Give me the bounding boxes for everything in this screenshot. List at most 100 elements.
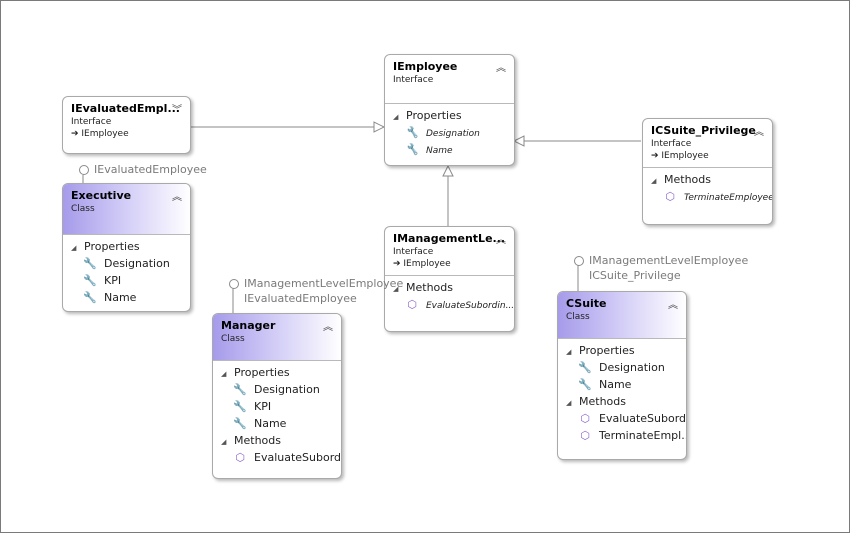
wrench-icon: 🔧 [405,143,419,156]
interface-box-iemployee[interactable]: IEmployee Interface ︽ ◢Properties 🔧 Desig… [384,54,515,166]
wrench-icon: 🔧 [405,126,419,139]
arrow-right-icon: ➔ [71,129,82,139]
section-label: Properties [579,344,635,357]
double-chevron-up-icon[interactable]: ︽ [496,235,506,246]
shape-title: ICSuite_Privilege [651,124,756,137]
class-box-manager[interactable]: Manager Class ︽ ◢Properties 🔧Designation… [212,313,342,479]
section-header-properties[interactable]: ◢ Properties [558,342,686,359]
collapse-triangle-icon: ◢ [566,399,572,407]
base-type: ➔ IEmployee [71,129,182,139]
member-property[interactable]: 🔧Name [213,415,341,432]
member-property[interactable]: 🔧Name [558,376,686,393]
section-header-methods[interactable]: ◢ Methods [213,432,341,449]
member-label: Designation [104,257,170,270]
base-type-label: IEmployee [661,151,709,161]
collapse-triangle-icon: ◢ [393,113,399,121]
shape-title: CSuite [566,297,607,310]
member-label: Designation [426,129,480,139]
shape-kind: Interface [393,75,434,85]
double-chevron-up-icon[interactable]: ︽ [496,63,506,74]
shape-header: IManagementLe... Interface ➔ IEmployee ︽ [385,227,514,275]
lollipop-label: IManagementLevelEmployee [589,254,749,267]
base-type-label: IEmployee [403,259,451,269]
collapse-triangle-icon: ◢ [566,348,572,356]
member-label: Name [254,417,287,430]
member-method[interactable]: ⬡EvaluateSubord... [558,410,686,427]
double-chevron-up-icon[interactable]: ︽ [323,322,333,333]
double-chevron-up-icon[interactable]: ︽ [668,300,678,311]
base-type: ➔ IEmployee [651,151,764,161]
shape-kind: Interface [71,117,112,127]
collapse-triangle-icon: ◢ [71,244,77,252]
interface-lollipop-icon [229,279,239,289]
lollipop-label: IEvaluatedEmployee [244,292,357,305]
member-property[interactable]: 🔧Name [385,141,514,158]
member-label: Designation [254,383,320,396]
member-label: EvaluateSubordin... [426,301,514,311]
interface-box-imanagementlevelemployee[interactable]: IManagementLe... Interface ➔ IEmployee ︽… [384,226,515,332]
double-chevron-up-icon[interactable]: ︽ [754,127,764,138]
section-header-properties[interactable]: ◢Properties [213,364,341,381]
lollipop-csuite: IManagementLevelEmployee ICSuite_Privile… [574,253,748,283]
member-label: Designation [599,361,665,374]
shape-header: Manager Class ︽ [213,314,341,360]
interface-lollipop-icon [79,165,89,175]
collapse-triangle-icon: ◢ [393,285,399,293]
arrow-right-icon: ➔ [393,259,404,269]
section-label: Methods [234,434,281,447]
shape-kind: Class [221,334,245,344]
shape-title: Manager [221,319,276,332]
lollipop-manager: IManagementLevelEmployee IEvaluatedEmplo… [229,276,403,306]
shape-body: ◢ Methods ⬡TerminateEmployee [643,167,772,209]
member-label: EvaluateSubord... [254,451,341,464]
shape-header: IEmployee Interface ︽ [385,55,514,91]
member-label: TerminateEmpl... [599,429,686,442]
section-header-properties[interactable]: ◢Properties [385,107,514,124]
shape-title: Executive [71,189,132,202]
member-method[interactable]: ⬡ TerminateEmpl... [558,427,686,444]
class-box-csuite[interactable]: CSuite Class ︽ ◢Properties 🔧Designation … [557,291,687,460]
inherit-arrowhead-icsuite [512,135,525,147]
member-method[interactable]: ⬡TerminateEmployee [643,188,772,205]
section-header-methods[interactable]: ◢Methods [558,393,686,410]
shape-body: ◢Properties 🔧 Designation 🔧Name [385,103,514,162]
cube-icon: ⬡ [580,429,590,442]
section-header-methods[interactable]: ◢ Methods [643,171,772,188]
interface-box-ievaluatedemployee[interactable]: IEvaluatedEmpl... Interface ➔ IEmployee … [62,96,191,154]
collapse-triangle-icon: ◢ [221,438,227,446]
member-label: Name [599,378,632,391]
wrench-icon: 🔧 [83,274,97,287]
section-label: Methods [664,173,711,186]
member-property[interactable]: 🔧 Name [63,289,190,306]
interface-box-icsuite-privilege[interactable]: ICSuite_Privilege Interface ➔ IEmployee … [642,118,773,225]
member-method[interactable]: ⬡EvaluateSubord... [213,449,341,466]
member-property[interactable]: 🔧Designation [213,381,341,398]
member-property[interactable]: 🔧Designation [63,255,190,272]
member-method[interactable]: ⬡EvaluateSubordin... [385,296,514,313]
shape-body: ◢Properties 🔧Designation 🔧 KPI 🔧Name ◢ Met… [213,360,341,470]
class-box-executive[interactable]: Executive Class ︽ ◢Properties 🔧Designati… [62,183,191,312]
shape-body: ◢Methods ⬡EvaluateSubordin... [385,275,514,317]
shape-header: CSuite Class ︽ [558,292,686,338]
section-label: Properties [234,366,290,379]
collapse-triangle-icon: ◢ [651,177,657,185]
member-property[interactable]: 🔧Designation [558,359,686,376]
double-chevron-down-icon[interactable]: ︾ [172,105,182,116]
shape-kind: Class [71,204,95,214]
wrench-icon: 🔧 [83,291,97,304]
inherit-arrowhead-imanagement [442,164,454,177]
base-type: ➔ IEmployee [393,259,506,269]
member-label: KPI [104,274,122,287]
wrench-icon: 🔧 [233,400,247,413]
inherit-arrowhead-ievaluated [373,121,386,133]
member-property[interactable]: 🔧 Designation [385,124,514,141]
shape-header: Executive Class ︽ [63,184,190,234]
section-header-properties[interactable]: ◢Properties [63,238,190,255]
member-label: Name [104,291,137,304]
member-property[interactable]: 🔧 KPI [213,398,341,415]
section-header-methods[interactable]: ◢Methods [385,279,514,296]
member-label: EvaluateSubord... [599,412,686,425]
double-chevron-up-icon[interactable]: ︽ [172,192,182,203]
member-label: KPI [254,400,272,413]
member-property[interactable]: 🔧 KPI [63,272,190,289]
